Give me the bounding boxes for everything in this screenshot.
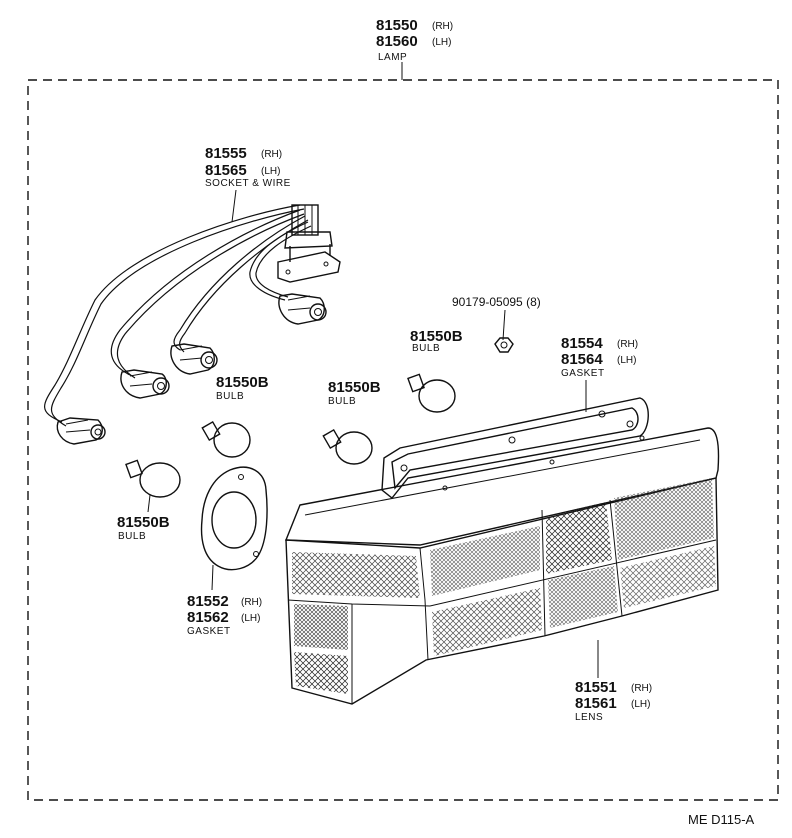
large-gasket-number-rh: 81554: [561, 335, 603, 352]
socket-3: [170, 343, 218, 375]
screw-number: 90179-05095 (8): [452, 295, 541, 309]
socket-suffix-lh: (LH): [261, 166, 280, 177]
bulb-top-name: BULB: [412, 343, 440, 354]
lamp-name: LAMP: [378, 52, 407, 63]
lamp-number-lh: 81560: [376, 33, 418, 50]
bulb-low-number: 81550B: [117, 514, 170, 531]
screw: 90179-05095 (8): [452, 295, 541, 353]
bulb-mid-left-name: BULB: [216, 391, 244, 402]
large-gasket-suffix-rh: (RH): [617, 339, 638, 350]
lamp-number-rh: 81550: [376, 17, 418, 34]
wire-connector: [277, 204, 341, 283]
lamp-label: 81550 (RH) 81560 (LH) LAMP: [376, 17, 453, 63]
bulb-low: 81550B BULB: [117, 459, 181, 542]
bulb-mid-right-name: BULB: [328, 396, 356, 407]
small-gasket-number-lh: 81562: [187, 609, 229, 626]
bulb-top-number: 81550B: [410, 328, 463, 345]
large-gasket-suffix-lh: (LH): [617, 355, 636, 366]
bulb-mid-left: 81550B BULB: [201, 374, 269, 458]
socket-name: SOCKET & WIRE: [205, 178, 291, 189]
bulb-mid-left-number: 81550B: [216, 374, 269, 391]
small-gasket-suffix-lh: (LH): [241, 613, 260, 624]
small-gasket-number-rh: 81552: [187, 593, 229, 610]
large-gasket-name: GASKET: [561, 368, 605, 379]
assembly-frame: [27, 62, 779, 801]
bulb-mid-right-number: 81550B: [328, 379, 381, 396]
large-gasket: 81554 (RH) 81564 (LH) GASKET: [381, 335, 649, 499]
diagram-code: ME D115-A: [688, 812, 755, 827]
lens-number-rh: 81551: [575, 679, 617, 696]
socket-wire-label: 81555 (RH) 81565 (LH) SOCKET & WIRE: [205, 145, 291, 223]
wiring-harness: [44, 204, 341, 427]
socket-suffix-rh: (RH): [261, 149, 282, 160]
small-gasket-suffix-rh: (RH): [241, 597, 262, 608]
lamp-suffix-rh: (RH): [432, 21, 453, 32]
lens-suffix-lh: (LH): [631, 699, 650, 710]
socket-number-lh: 81565: [205, 162, 247, 179]
lens-suffix-rh: (RH): [631, 683, 652, 694]
lamp-suffix-lh: (LH): [432, 37, 451, 48]
socket-4: [278, 293, 327, 325]
socket-2: [120, 369, 170, 399]
small-gasket: 81552 (RH) 81562 (LH) GASKET: [187, 466, 268, 637]
bulb-top: 81550B BULB: [407, 328, 463, 413]
lens-label: 81551 (RH) 81561 (LH) LENS: [575, 679, 652, 723]
lamp-lens: [284, 427, 720, 705]
socket-number-rh: 81555: [205, 145, 247, 162]
socket-1: [56, 417, 106, 445]
lens-number-lh: 81561: [575, 695, 617, 712]
bulb-mid-right: 81550B BULB: [322, 379, 381, 465]
small-gasket-name: GASKET: [187, 626, 231, 637]
large-gasket-number-lh: 81564: [561, 351, 603, 368]
lens-name: LENS: [575, 712, 603, 723]
bulb-low-name: BULB: [118, 531, 146, 542]
